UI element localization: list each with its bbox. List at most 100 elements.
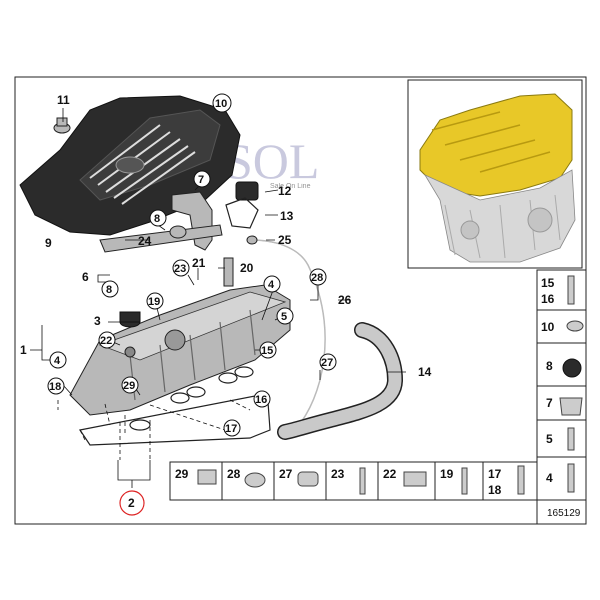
svg-text:21: 21 [192,256,206,270]
engine-block [423,169,576,263]
bottom-legend-29: 29 [175,467,189,481]
svg-text:14: 14 [418,365,432,379]
long-bolt-icon [517,465,525,495]
callout-9: 9 [45,236,52,250]
watermark-logo: SOL [225,133,319,189]
svg-text:26: 26 [338,293,352,307]
svg-text:8: 8 [106,284,112,296]
bottom-legend-22: 22 [383,467,397,481]
callout-13: 13 [280,209,294,223]
svg-text:22: 22 [100,335,112,347]
callout-14: 14 [418,365,432,379]
watermark-subtitle: Sale On Line [270,183,311,190]
grommet-part-24 [169,225,187,239]
screw-icon [359,467,366,495]
svg-text:23: 23 [174,263,186,275]
callout-28: 28 [309,268,327,286]
bolt-icon [567,275,575,305]
svg-text:16: 16 [255,394,267,406]
clip-nut-icon [197,469,217,485]
callout-19: 19 [146,292,164,310]
svg-text:7: 7 [198,174,204,186]
expanding-nut-icon [403,471,427,487]
svg-text:8: 8 [154,213,160,225]
callout-20: 20 [240,261,254,275]
callout-12: 12 [278,184,292,198]
callout-15: 15 [259,341,277,359]
callout-8b: 8 [101,280,119,298]
callout-16: 16 [253,390,271,408]
svg-text:27: 27 [321,357,333,369]
svg-text:2: 2 [128,496,135,510]
callout-10: 10 [212,93,232,113]
nut-icon [566,320,584,332]
watermark: SOL Sale On Line [225,133,319,190]
svg-text:10: 10 [215,98,227,110]
callout-27: 27 [319,353,337,371]
callout-4: 4 [263,275,281,293]
callout-25: 25 [278,233,292,247]
svg-text:3: 3 [94,314,101,328]
callout-18: 18 [47,377,65,395]
svg-text:12: 12 [278,184,292,198]
callout-26: 26 [338,293,352,307]
side-legend-15: 15 [541,276,555,290]
side-legend-8: 8 [546,359,553,373]
svg-text:24: 24 [138,234,152,248]
svg-text:15: 15 [261,345,273,357]
grommet-part-12-13 [225,181,259,229]
bottom-legend-23: 23 [331,467,345,481]
bottom-legend: 29 28 27 23 22 19 17 18 [169,461,538,501]
stud-bolt-icon [567,463,575,493]
callout-23: 23 [172,259,190,277]
side-legend-4: 4 [546,471,553,485]
svg-text:20: 20 [240,261,254,275]
side-legend-7: 7 [546,396,553,410]
callout-24: 24 [138,234,152,248]
diagram-number: 165129 [547,508,581,519]
svg-text:4: 4 [268,279,275,291]
svg-text:13: 13 [280,209,294,223]
callout-22: 22 [98,331,116,349]
bottom-legend-17: 17 [488,467,502,481]
holder-icon [297,471,319,487]
callout-1: 1 [20,343,27,357]
callout-8: 8 [149,209,167,227]
callout-21: 21 [192,256,206,270]
clip-icon [559,397,583,416]
bottom-legend-19: 19 [440,467,454,481]
svg-text:6: 6 [82,270,89,284]
svg-text:19: 19 [148,296,160,308]
svg-text:17: 17 [225,423,237,435]
svg-text:29: 29 [123,380,135,392]
nut-part-11 [53,117,71,134]
side-legend-16: 16 [541,292,555,306]
svg-text:9: 9 [45,236,52,250]
callout-11: 11 [57,93,70,107]
svg-text:25: 25 [278,233,292,247]
stud-icon [567,427,575,451]
callout-4b: 4 [49,351,67,369]
svg-text:18: 18 [49,381,61,393]
callout-29: 29 [121,376,139,394]
bottom-legend-18: 18 [488,483,502,497]
callout-3: 3 [94,314,101,328]
grommet-icon [562,358,582,378]
svg-text:28: 28 [311,272,323,284]
svg-text:5: 5 [281,311,287,323]
side-legend: 15 16 10 8 7 5 4 [536,269,587,525]
callout-2: 2 [119,490,145,516]
svg-text:11: 11 [57,93,70,107]
callout-5: 5 [276,307,294,325]
engine-overview-inset [407,79,583,269]
bottom-legend-27: 27 [279,467,293,481]
side-legend-5: 5 [546,432,553,446]
svg-text:4: 4 [54,355,61,367]
callout-7: 7 [193,170,211,188]
callout-6: 6 [82,270,89,284]
spark-plug-seals-part-16 [129,366,254,431]
bottom-legend-28: 28 [227,467,241,481]
pin-icon [461,467,468,495]
svg-text:1: 1 [20,343,27,357]
